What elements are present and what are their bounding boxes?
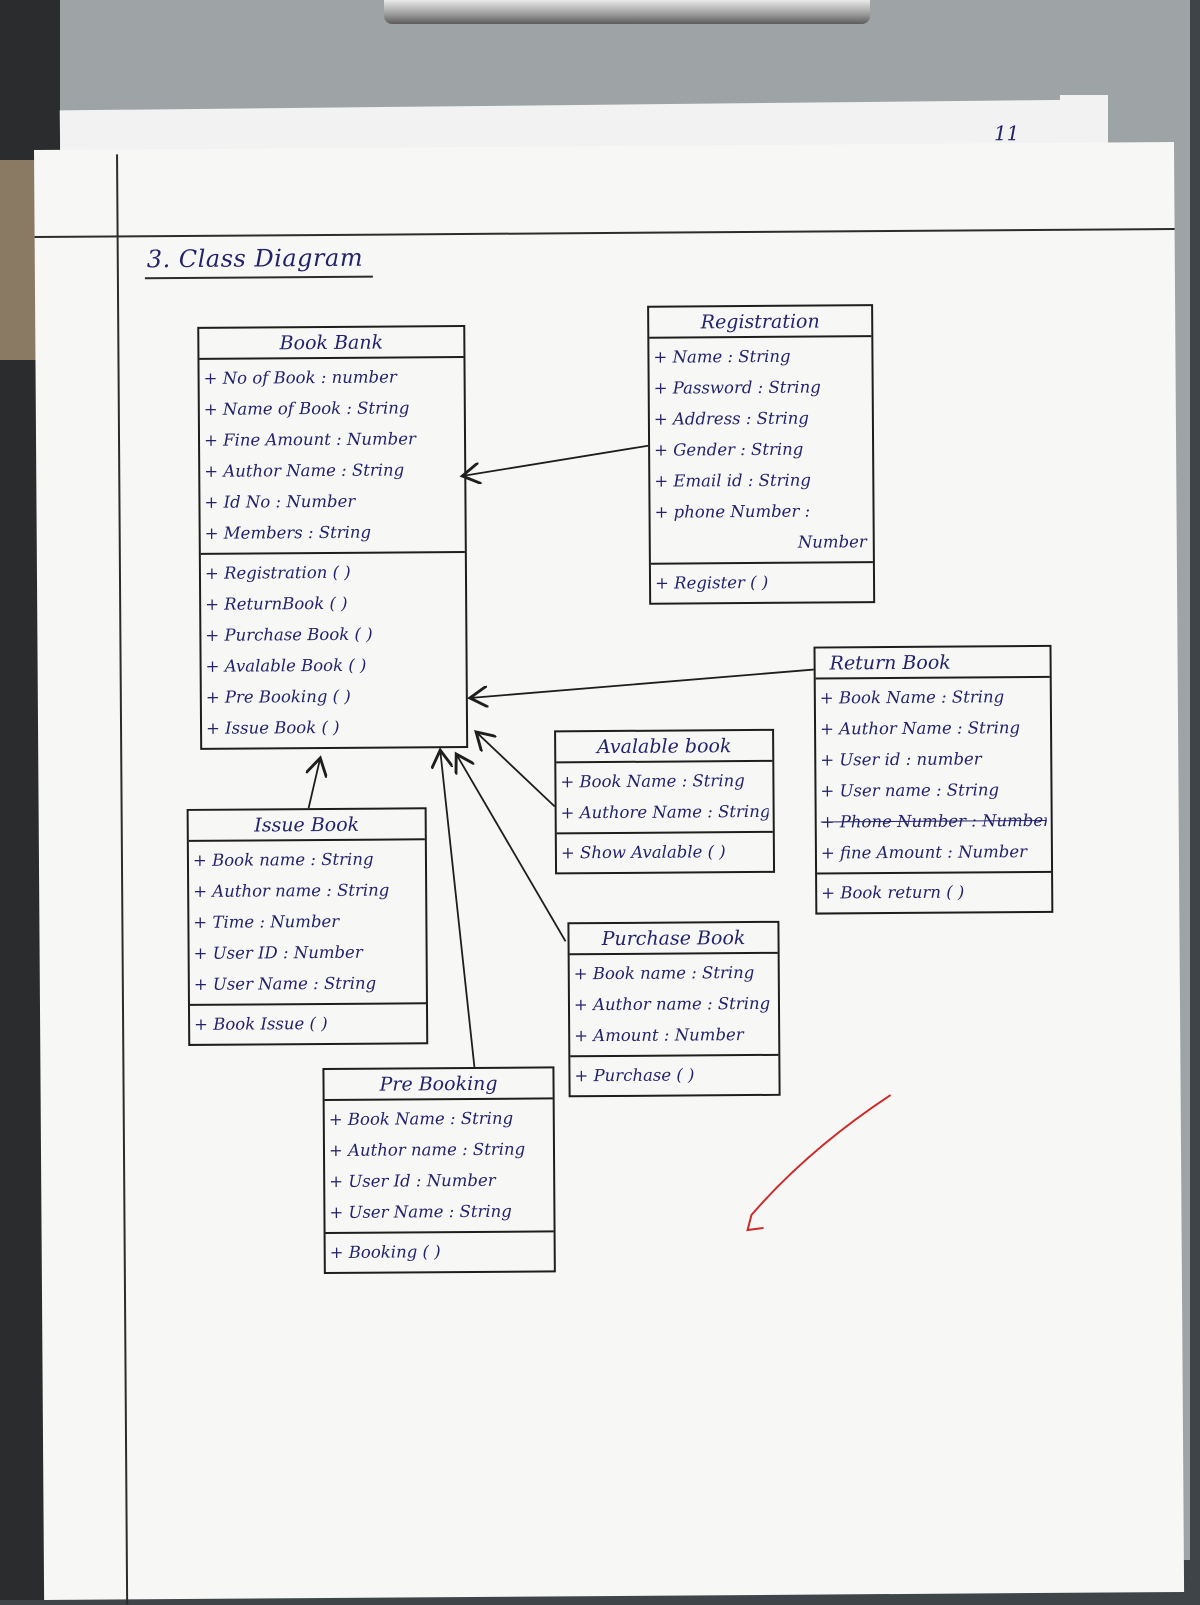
operation: + Registration ( ) bbox=[204, 562, 351, 583]
class-name: Avalable book bbox=[596, 735, 732, 759]
page-number: 11 bbox=[993, 121, 1020, 146]
class-avalable-book: Avalable book + Book Name : String + Aut… bbox=[554, 728, 776, 875]
class-book-bank: Book Bank + No of Book : number + Name o… bbox=[197, 324, 469, 750]
link-prebooking-bookbank bbox=[440, 750, 476, 1068]
link-registration-bookbank bbox=[462, 444, 649, 476]
class-name: Pre Booking bbox=[379, 1072, 498, 1096]
operation: + Booking ( ) bbox=[329, 1242, 441, 1262]
attribute: + User Name : String bbox=[193, 973, 377, 994]
attribute: + Address : String bbox=[653, 408, 810, 429]
attributes-section: + No of Book : number + Name of Book : S… bbox=[199, 356, 465, 553]
class-name: Issue Book bbox=[254, 813, 360, 837]
operations-section: + Booking ( ) bbox=[325, 1230, 554, 1272]
attributes-section: + Book name : String + Author name : Str… bbox=[188, 838, 426, 1004]
attribute: + User Name : String bbox=[329, 1201, 512, 1222]
attribute: + Amount : Number bbox=[574, 1025, 744, 1046]
link-returnbook-bookbank bbox=[470, 668, 814, 698]
attribute: + User ID : Number bbox=[193, 942, 363, 963]
link-purchasebook-bookbank bbox=[456, 753, 567, 942]
operation: + Purchase Book ( ) bbox=[205, 624, 373, 645]
class-name: Registration bbox=[700, 310, 820, 334]
attribute: + User id : number bbox=[820, 749, 982, 770]
attribute: + Author Name : String bbox=[204, 460, 405, 481]
operation: + ReturnBook ( ) bbox=[205, 593, 348, 614]
class-name: Return Book bbox=[829, 651, 951, 675]
attribute: + Fine Amount : Number bbox=[203, 429, 416, 450]
operation: + Show Avalable ( ) bbox=[560, 842, 726, 863]
attribute: + Author name : String bbox=[193, 880, 390, 901]
class-name: Book Bank bbox=[279, 331, 384, 355]
attribute: + phone Number : bbox=[654, 501, 811, 522]
attribute: + Book name : String bbox=[573, 962, 755, 984]
class-name: Purchase Book bbox=[601, 927, 746, 951]
operations-section: + Register ( ) bbox=[650, 561, 874, 603]
attribute: + Time : Number bbox=[193, 911, 340, 932]
link-avalablebook-bookbank bbox=[476, 731, 556, 808]
red-check-mark bbox=[746, 1094, 892, 1232]
attribute: + Members : String bbox=[204, 522, 372, 543]
relationship-lines bbox=[34, 444, 892, 1232]
class-return-book: Return Book + Book Name : String + Autho… bbox=[813, 644, 1054, 915]
class-pre-booking: Pre Booking + Book Name : String + Autho… bbox=[322, 1066, 556, 1275]
attribute-struck-through: + Phone Number : Number bbox=[820, 810, 1047, 832]
attribute: + Name : String bbox=[653, 346, 791, 367]
attribute: + Authore Name : String bbox=[560, 801, 769, 823]
attribute: + Book Name : String bbox=[560, 771, 745, 792]
operations-section: + Purchase ( ) bbox=[570, 1053, 779, 1096]
attribute: + Password : String bbox=[653, 377, 821, 398]
attribute: + User Id : Number bbox=[329, 1170, 496, 1191]
attributes-section: + Name : String + Password : String + Ad… bbox=[649, 335, 873, 563]
link-issuebook-bookbank bbox=[308, 758, 320, 809]
attribute-continuation: Number bbox=[797, 532, 867, 552]
class-issue-book: Issue Book + Book name : String + Author… bbox=[186, 807, 429, 1046]
attributes-section: + Book Name : String + Author Name : Str… bbox=[815, 675, 1052, 873]
attributes-section: + Book Name : String + Author name : Str… bbox=[324, 1097, 554, 1232]
operation: + Issue Book ( ) bbox=[205, 717, 340, 738]
operation: + Avalable Book ( ) bbox=[205, 655, 367, 676]
operations-section: + Show Avalable ( ) bbox=[556, 830, 774, 873]
clipboard-clip bbox=[384, 0, 870, 24]
operations-section: + Book Issue ( ) bbox=[189, 1002, 427, 1044]
operation: + Book return ( ) bbox=[821, 882, 965, 903]
attribute: + Author name : String bbox=[573, 993, 771, 1015]
operation: + Pre Booking ( ) bbox=[205, 686, 351, 707]
attribute: + Book Name : String bbox=[819, 687, 1005, 708]
attribute: + Gender : String bbox=[654, 439, 804, 460]
operation: + Book Issue ( ) bbox=[194, 1013, 328, 1034]
attribute: + Author name : String bbox=[328, 1139, 526, 1160]
operations-section: + Registration ( ) + ReturnBook ( ) + Pu… bbox=[200, 551, 467, 748]
attributes-section: + Book name : String + Author name : Str… bbox=[569, 951, 779, 1056]
operation: + Register ( ) bbox=[654, 572, 769, 593]
attribute: + fine Amount : Number bbox=[820, 842, 1028, 863]
attribute: + Book name : String bbox=[192, 849, 374, 870]
attributes-section: + Book Name : String + Authore Name : St… bbox=[556, 759, 773, 833]
operation: + Purchase ( ) bbox=[574, 1065, 695, 1086]
attribute: + Author Name : String bbox=[819, 718, 1021, 739]
operations-section: + Book return ( ) bbox=[817, 870, 1052, 913]
class-registration: Registration + Name : String + Password … bbox=[647, 304, 876, 605]
attribute: + Id No : Number bbox=[204, 491, 356, 512]
attribute: + Book Name : String bbox=[328, 1108, 514, 1129]
notebook-page: 11 3. Class Diagram Book Bank + No of Bo… bbox=[34, 121, 1185, 1605]
attribute: + Name of Book : String bbox=[203, 398, 410, 419]
attribute: + No of Book : number bbox=[203, 367, 397, 388]
class-purchase-book: Purchase Book + Book name : String + Aut… bbox=[567, 920, 781, 1098]
attribute: + User name : String bbox=[820, 780, 1000, 801]
attribute: + Email id : String bbox=[654, 470, 811, 491]
